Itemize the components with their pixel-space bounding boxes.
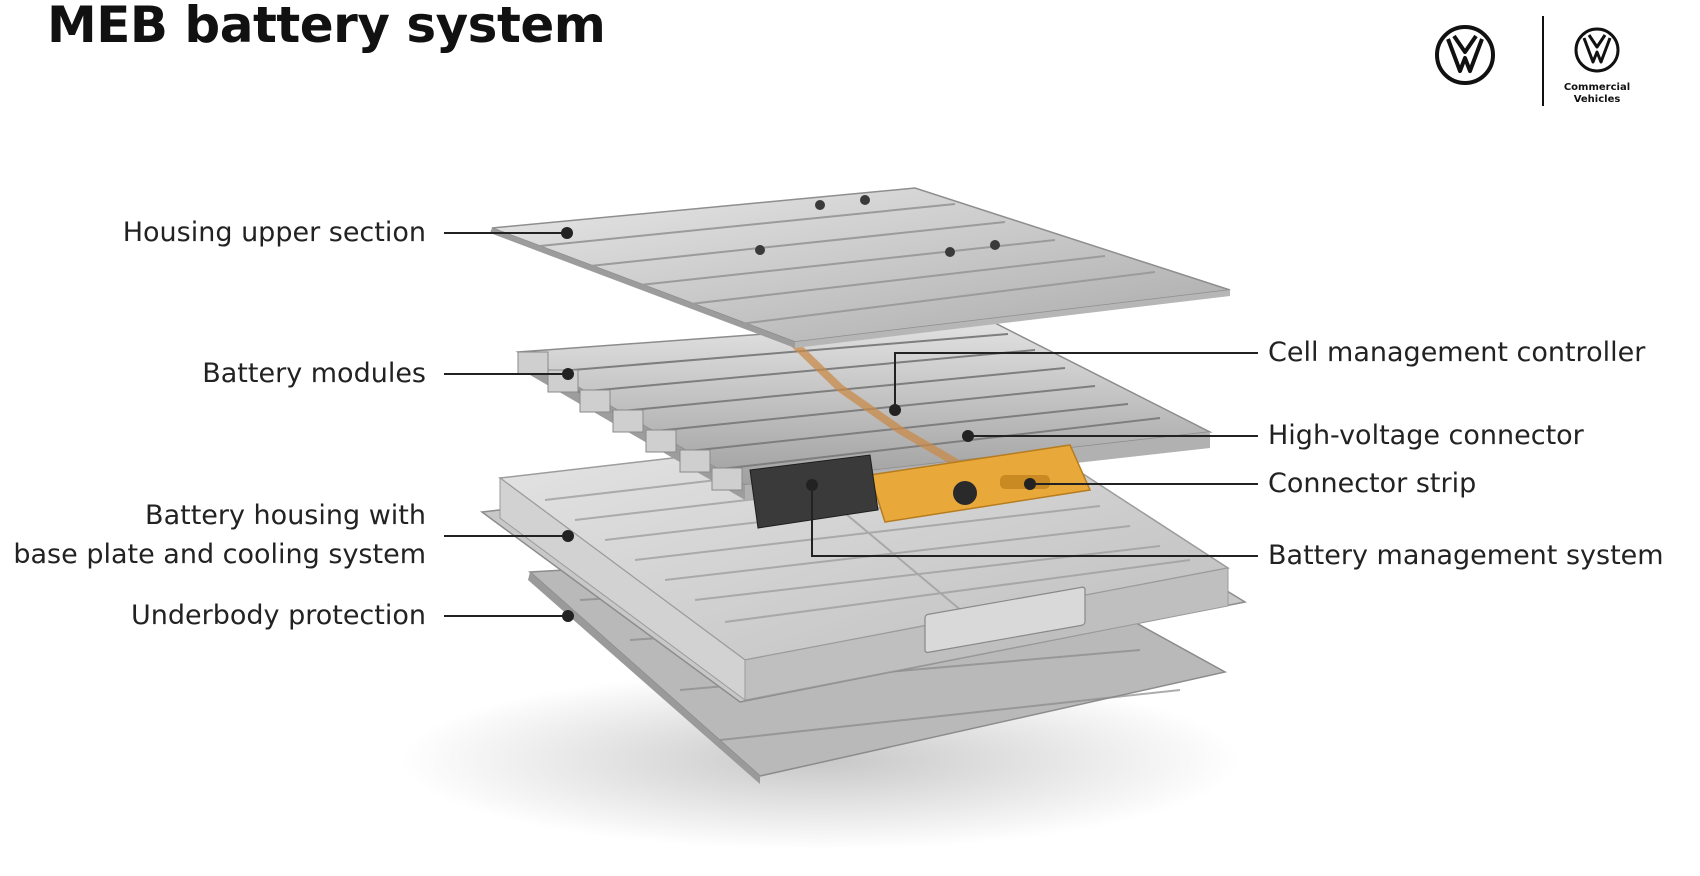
vw-logo-commercial-icon (1574, 27, 1620, 73)
callout-underbody-protection: Underbody protection (130, 600, 426, 631)
housing-upper-section-plate (490, 187, 1231, 348)
callout-battery-modules: Battery modules (202, 358, 426, 389)
callout-cell-management-controller: Cell management controller (1268, 337, 1646, 368)
logo-text-commercial: Commercial (1564, 82, 1630, 93)
brand-logos: Commercial Vehicles (1435, 16, 1630, 106)
battery-housing (480, 419, 1248, 703)
callout-battery-housing-line2: base plate and cooling system (13, 539, 426, 570)
battery-management-system-unit (749, 454, 879, 529)
logo-text-vehicles: Vehicles (1574, 94, 1621, 105)
callout-battery-management-system: Battery management system (1268, 540, 1664, 571)
vw-logo-main-icon (1435, 25, 1495, 85)
page-title: MEB battery system (47, 0, 606, 54)
callout-high-voltage-connector: High-voltage connector (1268, 420, 1584, 451)
callout-battery-housing-line1: Battery housing with (145, 500, 426, 531)
callout-housing-upper-section: Housing upper section (122, 217, 426, 248)
callout-lines (444, 227, 1258, 622)
callout-connector-strip: Connector strip (1268, 468, 1477, 499)
